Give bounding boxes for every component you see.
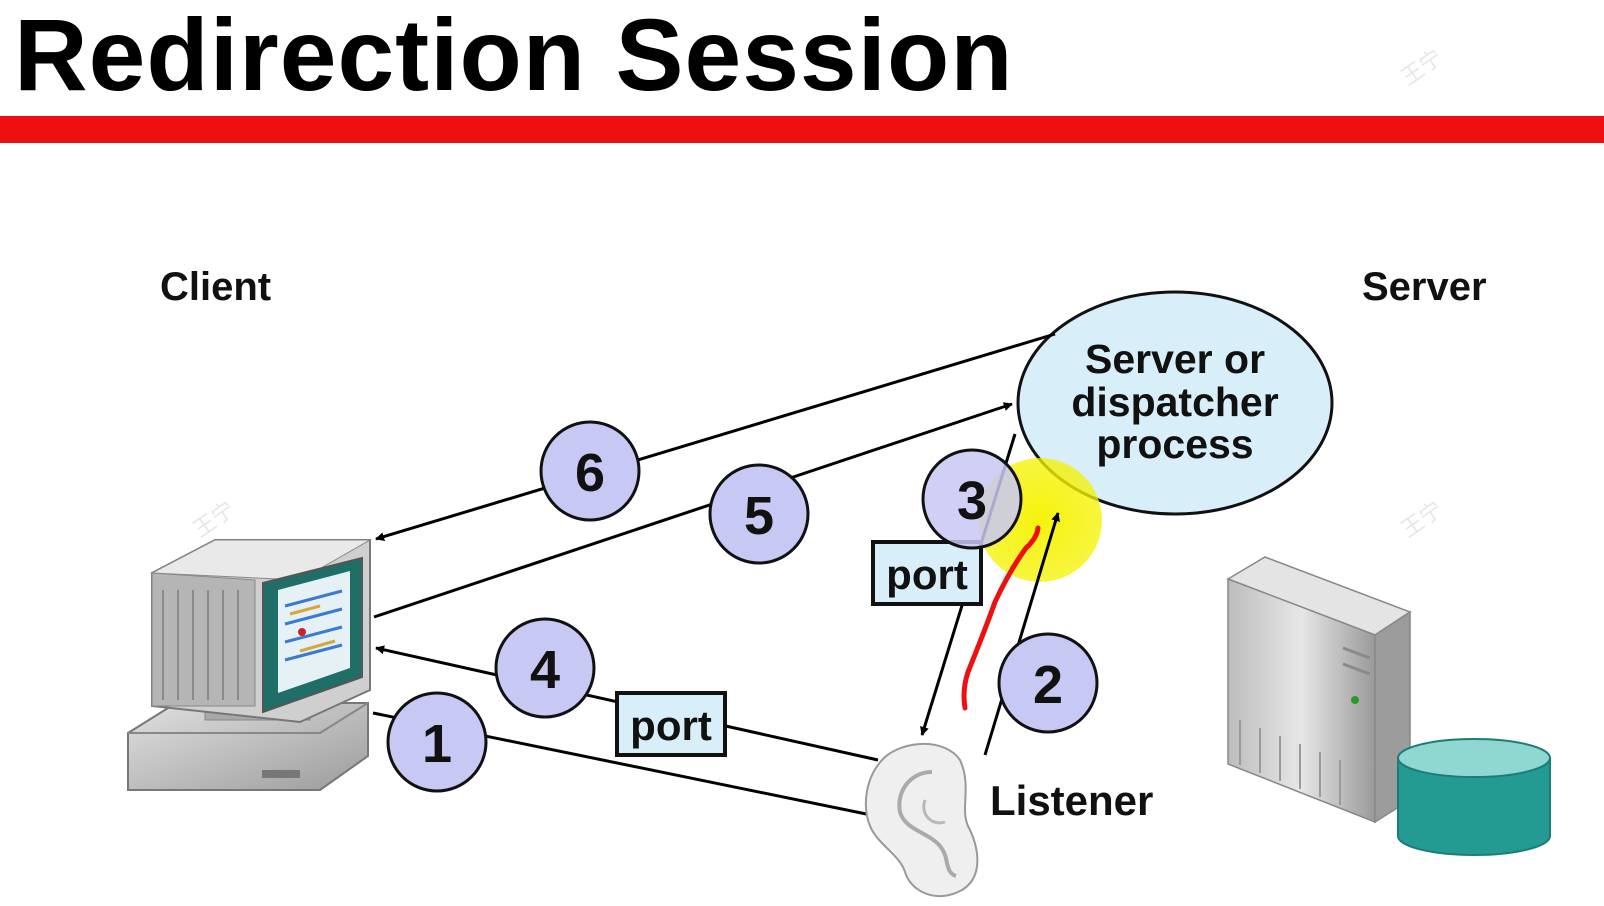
step-2-label: 2	[1033, 655, 1063, 715]
step-6-label: 6	[575, 443, 605, 503]
arrow-step-6	[375, 332, 1056, 541]
title-underline-bar	[0, 116, 1604, 143]
step-3-label: 3	[957, 471, 987, 531]
step-5-label: 5	[744, 486, 774, 546]
client-label: Client	[160, 265, 271, 309]
listener-label: Listener	[990, 777, 1153, 824]
arrow-step-5	[373, 402, 1013, 619]
process-label-line-3: process	[1096, 421, 1253, 467]
step-6-circle: 6	[539, 420, 641, 522]
red-annotation-stroke	[961, 525, 1041, 711]
slide-title: Redirection Session	[14, 0, 1014, 112]
process-label-line-2: dispatcher	[1071, 379, 1278, 425]
port-label-process-listener: port	[886, 551, 968, 598]
server-process-ellipse	[1016, 290, 1334, 516]
watermark-2: 王宁	[189, 496, 239, 542]
server-label: Server	[1362, 265, 1487, 309]
port-label-listener-client: port	[630, 702, 712, 749]
step-4-circle: 4	[494, 617, 596, 719]
port-box-process-listener	[871, 540, 983, 606]
process-label-line-1: Server or	[1085, 336, 1265, 382]
step-2-circle: 2	[997, 632, 1099, 734]
watermark-3: 王宁	[1397, 496, 1447, 542]
step-1-label: 1	[422, 714, 452, 774]
watermark-1: 王宁	[1397, 44, 1447, 90]
port-box-listener-client	[615, 691, 727, 757]
server-tower-icon	[1226, 556, 1412, 824]
arrow-step-2	[983, 512, 1060, 756]
database-icon	[1397, 738, 1551, 856]
ear-icon	[864, 742, 979, 897]
step-1-circle: 1	[386, 691, 488, 793]
step-4-label: 4	[530, 640, 560, 700]
step-5-circle: 5	[708, 463, 810, 565]
step-3-circle: 3	[921, 448, 1023, 550]
computer-icon	[127, 539, 372, 791]
